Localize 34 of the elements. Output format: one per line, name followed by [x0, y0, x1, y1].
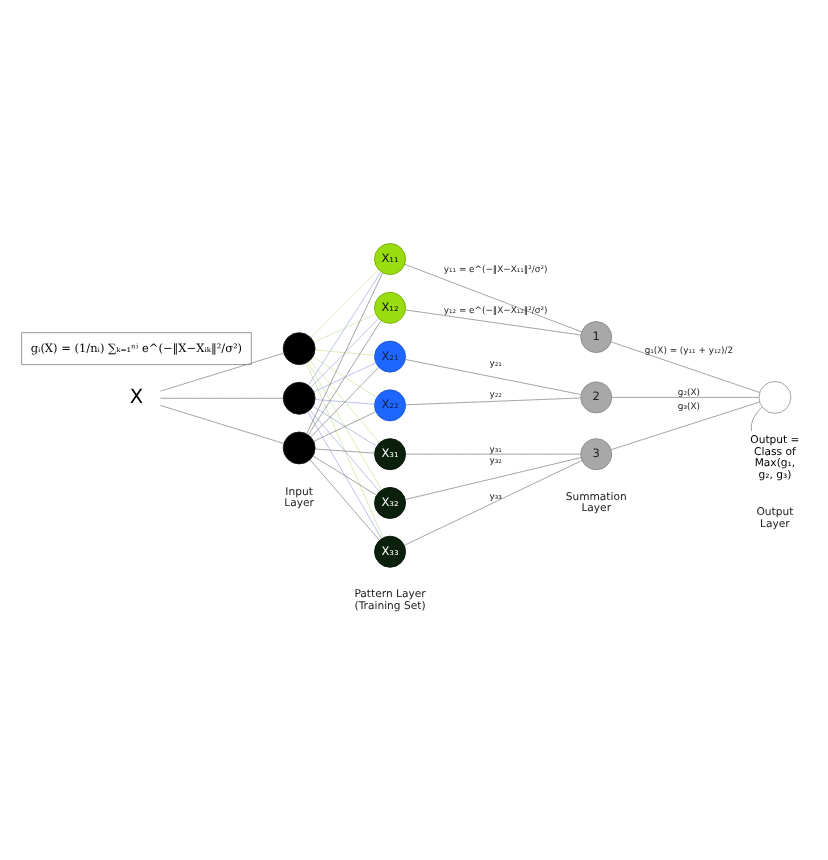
connector [404, 263, 582, 333]
connector [308, 320, 382, 436]
node-circle [282, 381, 316, 415]
connector [610, 341, 760, 393]
connector [160, 352, 284, 392]
connector [312, 455, 377, 496]
connector [310, 269, 379, 338]
connector [160, 397, 284, 399]
connector [309, 409, 380, 492]
connector [610, 401, 760, 450]
connector [309, 459, 380, 541]
connector [405, 309, 582, 336]
node-circle [758, 381, 792, 414]
connector [307, 361, 382, 491]
connector [310, 318, 380, 388]
connector [404, 359, 582, 395]
node-text: X [129, 387, 144, 410]
connector [305, 362, 384, 539]
connector [314, 448, 375, 454]
connector [313, 313, 376, 343]
connector [308, 271, 382, 386]
connector [405, 397, 581, 406]
node-circle [282, 431, 316, 465]
node-circle [282, 332, 316, 366]
connector [314, 349, 375, 356]
connector [314, 399, 375, 405]
connector [405, 453, 581, 455]
connector [404, 460, 583, 546]
connector [306, 272, 383, 435]
connector [160, 405, 284, 444]
connector [404, 457, 582, 500]
connector [307, 411, 382, 539]
connector [750, 406, 763, 432]
connector [611, 397, 760, 398]
